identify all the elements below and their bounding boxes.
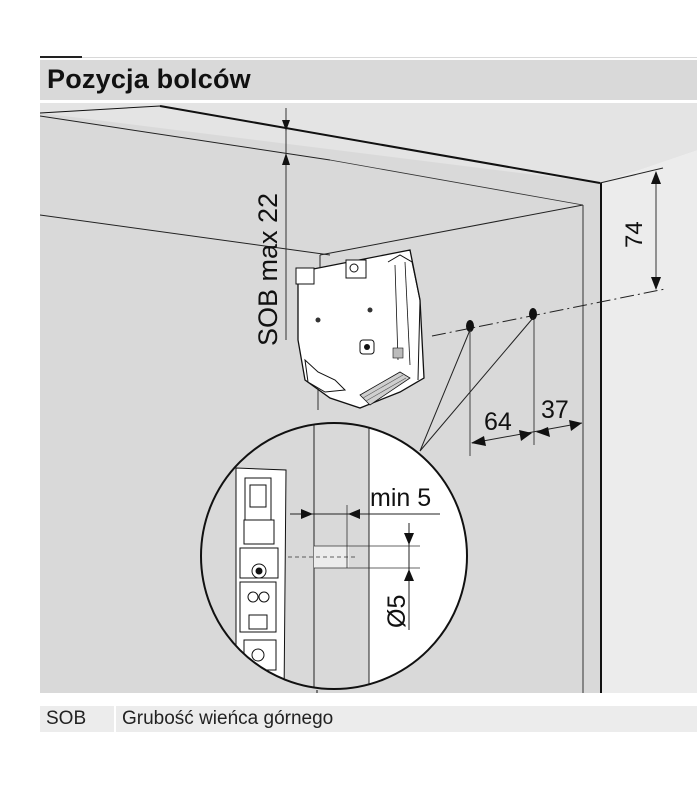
page-title: Pozycja bolców	[47, 64, 251, 94]
height-74-label: 74	[621, 221, 648, 248]
mounting-diagram: SOB max 22 74 64 37	[39, 103, 697, 693]
legend-key: SOB	[46, 708, 87, 729]
lift-mechanism-illustration	[295, 249, 425, 410]
header-accent-rule	[40, 56, 82, 58]
spacing-64-label: 64	[484, 408, 512, 436]
sob-max-label: SOB max 22	[253, 193, 283, 346]
sob-dimension: SOB max 22	[253, 108, 290, 346]
cabinet-side-exterior	[600, 150, 697, 693]
cabinet-top-edge	[159, 105, 601, 184]
spacing-37-label: 37	[541, 396, 569, 424]
spacing-dimensions: 64 37	[471, 396, 583, 446]
legend-value: Grubość wieńca górnego	[122, 708, 334, 729]
min-5-label: min 5	[370, 484, 431, 512]
legend-row: SOB Grubość wieńca górnego	[40, 706, 697, 732]
title-bar: Pozycja bolców	[40, 60, 697, 100]
pin-hole-1	[466, 320, 474, 332]
diameter-5-label: Ø5	[383, 595, 411, 628]
height-74-dimension: 74	[621, 171, 661, 290]
legend-separator	[114, 706, 116, 732]
top-panel-inner-edge	[39, 115, 331, 161]
header-top-line	[82, 57, 697, 58]
pin-centerline	[431, 288, 666, 337]
pin-hole-2	[529, 308, 537, 320]
